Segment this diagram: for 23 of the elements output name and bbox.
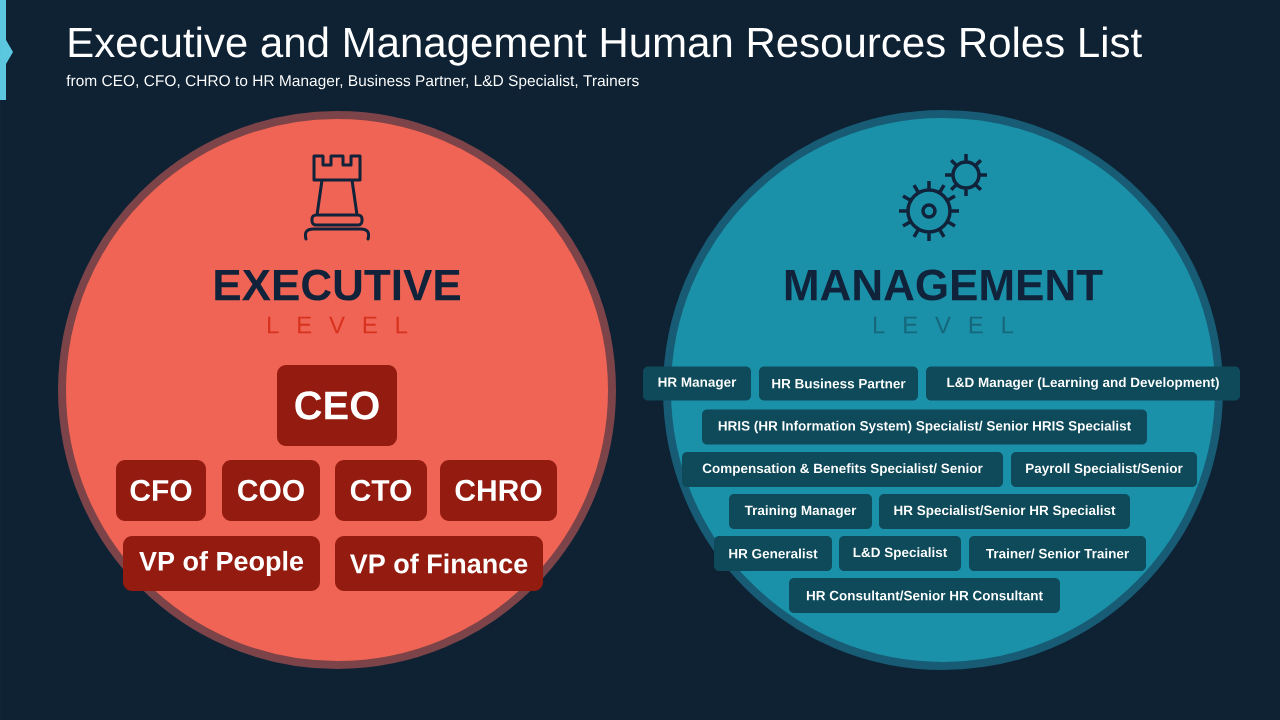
heading: EXECUTIVE [215, 269, 460, 301]
role-box: Payroll Specialist/Senior [1011, 452, 1197, 487]
role-box: HRIS (HR Information System) Specialist/ Senior HRIS Specialist [702, 409, 1147, 445]
role-box: HR Specialist/Senior HR Specialist [879, 494, 1130, 529]
role-box: L&D Specialist [839, 536, 961, 571]
role-box: HR Manager [643, 366, 751, 401]
subtitle: from CEO, CFO, CHRO to HR Manager, Business Partner, L&D Specialist, Trainers [66, 74, 639, 90]
role-box: CHRO [440, 460, 557, 521]
role-box: Training Manager [729, 494, 872, 529]
role-box: CEO [277, 365, 397, 446]
role-box: CFO [116, 460, 206, 521]
title: Executive and Management Human Resources Roles List [69, 26, 1142, 66]
role-box: Compensation & Benefits Specialist/ Senior [682, 452, 1003, 487]
role-box: HR Generalist [714, 536, 832, 571]
role-box: CTO [335, 460, 427, 521]
role-box: Trainer/ Senior Trainer [969, 536, 1146, 571]
role-box: VP of Finance [335, 536, 543, 591]
role-box: HR Business Partner [759, 366, 918, 401]
role-box: VP of People [123, 536, 320, 591]
heading: MANAGEMENT [785, 269, 1103, 301]
role-box: COO [222, 460, 320, 521]
role-box: HR Consultant/Senior HR Consultant [789, 578, 1060, 613]
role-box: L&D Manager (Learning and Development) [926, 366, 1240, 401]
